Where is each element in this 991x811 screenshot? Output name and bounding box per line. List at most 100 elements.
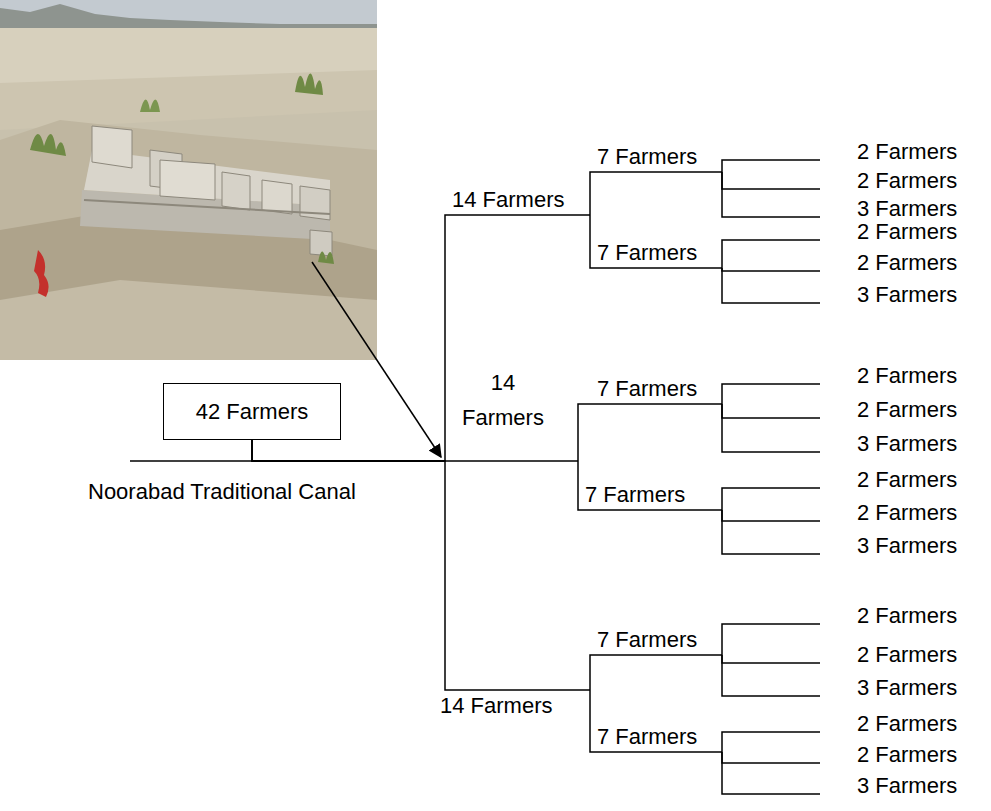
node-text: 14 Farmers xyxy=(440,693,552,718)
node-text: 7 Farmers xyxy=(585,482,685,507)
branch-label: 7 Farmers xyxy=(585,482,722,510)
branch-label: 14 Farmers xyxy=(440,690,590,718)
photo-foreground xyxy=(0,280,377,360)
node-text: 3 Farmers xyxy=(857,282,957,307)
branch-line xyxy=(590,215,722,268)
photo-ditch-slope xyxy=(0,120,377,360)
photo-ditch-floor xyxy=(0,215,377,360)
farmer-share-label: 2 Farmers xyxy=(820,139,957,164)
node-text: 7 Farmers xyxy=(597,627,697,652)
farmer-share-label: 2 Farmers xyxy=(820,219,957,244)
branch-line xyxy=(722,752,820,794)
node-text: 2 Farmers xyxy=(857,219,957,244)
node-text: 2 Farmers xyxy=(857,397,957,422)
node-text: 7 Farmers xyxy=(597,240,697,265)
branch-line xyxy=(722,268,820,303)
branch-label: 14 Farmers xyxy=(455,365,578,461)
branch-line xyxy=(722,732,820,752)
farmer-share-label: 2 Farmers xyxy=(820,603,957,628)
node-text: 3 Farmers xyxy=(857,675,957,700)
branch-label: 7 Farmers xyxy=(597,240,722,268)
farmer-share-label: 3 Farmers xyxy=(820,431,957,456)
branch-line xyxy=(722,510,820,554)
node-text: 2 Farmers xyxy=(857,742,957,767)
photo-grass xyxy=(295,73,323,95)
photo-block xyxy=(92,126,132,168)
photo-grass xyxy=(30,134,66,156)
photo-cloth xyxy=(34,250,49,297)
node-text: 3 Farmers xyxy=(857,773,957,798)
farmer-share-label: 2 Farmers xyxy=(820,711,957,736)
branch-line xyxy=(722,384,820,404)
branch-label: 7 Farmers xyxy=(597,724,722,752)
branch-line xyxy=(722,655,820,663)
branch-line xyxy=(722,240,820,268)
branch-line xyxy=(722,404,820,452)
branch-line xyxy=(722,655,820,696)
farmer-share-label: 2 Farmers xyxy=(820,168,957,193)
farmer-share-label: 3 Farmers xyxy=(820,675,957,700)
node-text: 2 Farmers xyxy=(857,363,957,388)
branch-line xyxy=(252,440,590,690)
node-text: 42 Farmers xyxy=(196,399,308,424)
branch-line xyxy=(590,172,722,215)
node-text: 14 Farmers xyxy=(452,187,564,212)
photo-block xyxy=(310,230,332,256)
node-text: 2 Farmers xyxy=(857,642,957,667)
branch-label: 7 Farmers xyxy=(597,144,722,172)
farmer-share-label: 2 Farmers xyxy=(820,250,957,275)
photo-wall-edge xyxy=(84,200,330,214)
branch-line xyxy=(590,690,722,752)
branch-line xyxy=(722,624,820,655)
photo-ground xyxy=(0,0,377,360)
node-text: 3 Farmers xyxy=(857,533,957,558)
node-text: 2 Farmers xyxy=(857,711,957,736)
branch-line xyxy=(578,461,722,510)
node-text: 2 Farmers xyxy=(857,467,957,492)
branch-line xyxy=(722,172,820,217)
branch-line xyxy=(722,752,820,763)
photo-mountains xyxy=(0,4,377,30)
node-text: 2 Farmers xyxy=(857,603,957,628)
branch-line xyxy=(722,268,820,271)
branch-label: 7 Farmers xyxy=(597,627,722,655)
photo-block xyxy=(222,172,250,210)
farmer-share-label: 2 Farmers xyxy=(820,397,957,422)
branch-line xyxy=(722,160,820,172)
label-text: Noorabad Traditional Canal xyxy=(88,479,356,504)
farmer-share-label: 3 Farmers xyxy=(820,196,957,221)
canal-name: Noorabad Traditional Canal xyxy=(88,479,356,504)
branch-label: 7 Farmers xyxy=(597,376,722,404)
node-text: 7 Farmers xyxy=(597,144,697,169)
node-text: 2 Farmers xyxy=(857,500,957,525)
farmer-share-label: 2 Farmers xyxy=(820,500,957,525)
node-text: 3 Farmers xyxy=(857,196,957,221)
farmer-share-label: 3 Farmers xyxy=(820,282,957,307)
farmer-group-box: 42 Farmers xyxy=(163,383,341,440)
branch-line xyxy=(722,172,820,189)
photo-block xyxy=(262,180,292,214)
farmer-share-label: 3 Farmers xyxy=(820,533,957,558)
branch-line xyxy=(722,404,820,418)
node-text: 2 Farmers xyxy=(857,168,957,193)
branch-line xyxy=(722,510,820,521)
branch-line xyxy=(578,404,722,461)
photo-block xyxy=(160,160,215,200)
farmer-share-label: 3 Farmers xyxy=(820,773,957,798)
node-text: 14 Farmers xyxy=(455,365,551,435)
photo-grass xyxy=(140,99,160,112)
node-text: 2 Farmers xyxy=(857,250,957,275)
farmer-share-label: 2 Farmers xyxy=(820,467,957,492)
branch-line xyxy=(722,488,820,510)
photo-block xyxy=(300,186,330,220)
branch-line xyxy=(590,655,722,690)
branch-label: 14 Farmers xyxy=(452,187,590,215)
node-text: 7 Farmers xyxy=(597,376,697,401)
farmer-share-label: 2 Farmers xyxy=(820,363,957,388)
node-text: 2 Farmers xyxy=(857,139,957,164)
farmer-share-label: 2 Farmers xyxy=(820,642,957,667)
node-text: 7 Farmers xyxy=(597,724,697,749)
branch-line xyxy=(252,440,578,461)
farmer-share-label: 2 Farmers xyxy=(820,742,957,767)
